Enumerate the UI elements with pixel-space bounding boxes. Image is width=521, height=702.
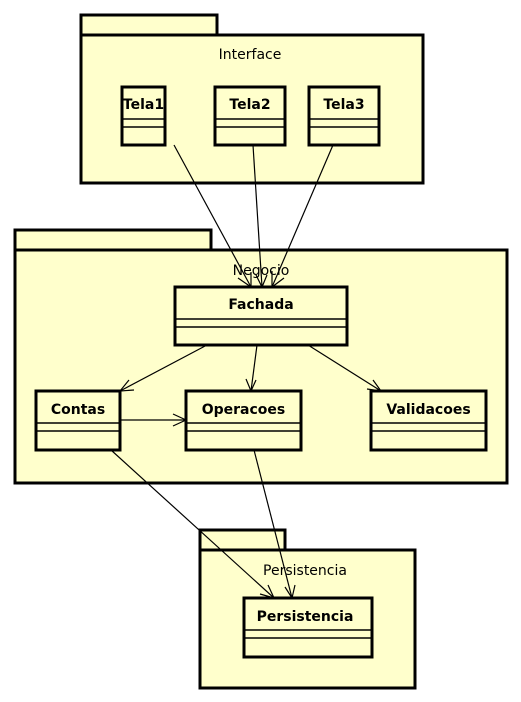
dependency-fachada-validacoes	[307, 344, 383, 392]
dependency-tela1-fachada	[173, 144, 252, 289]
package-negocio-tab	[13, 228, 213, 252]
dependency-fachada-operacoes	[245, 344, 258, 393]
class-tela3-name: Tela3	[323, 97, 364, 113]
class-tela3[interactable]: Tela3	[307, 85, 381, 147]
class-validacoes[interactable]: Validacoes	[369, 389, 488, 452]
dependency-fachada-contas	[118, 344, 208, 392]
class-fachada[interactable]: Fachada	[173, 285, 349, 347]
package-interface-label: Interface	[219, 47, 282, 63]
dependency-tela3-fachada	[271, 144, 334, 289]
class-contas[interactable]: Contas	[34, 389, 122, 452]
class-persistencia-name: Persistencia	[257, 609, 354, 625]
class-tela1[interactable]: Tela1	[120, 85, 167, 147]
package-persistencia-label: Persistencia	[263, 563, 347, 579]
class-tela2[interactable]: Tela2	[213, 85, 287, 147]
package-interface-tab	[79, 13, 219, 37]
dependency-contas-persistencia	[110, 449, 276, 599]
class-tela2-name: Tela2	[229, 97, 270, 113]
class-validacoes-name: Validacoes	[386, 402, 470, 418]
package-persistencia[interactable]: Persistencia	[198, 528, 417, 690]
class-persistencia[interactable]: Persistencia	[242, 596, 374, 659]
class-tela1-name: Tela1	[123, 97, 164, 113]
class-operacoes[interactable]: Operacoes	[184, 389, 303, 452]
package-persistencia-tab	[198, 528, 287, 552]
dependency-operacoes-persistencia	[253, 449, 296, 600]
class-contas-name: Contas	[51, 402, 105, 418]
class-operacoes-name: Operacoes	[202, 402, 286, 418]
dependency-contas-operacoes	[120, 413, 188, 427]
dependency-tela2-fachada	[252, 144, 268, 289]
class-fachada-name: Fachada	[228, 297, 293, 313]
